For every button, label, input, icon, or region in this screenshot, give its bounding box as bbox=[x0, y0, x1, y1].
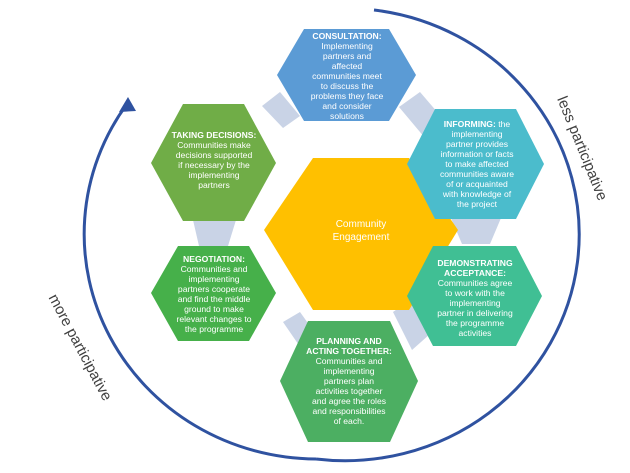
connector-demonstrating-planning bbox=[393, 300, 430, 350]
demonstrating-hexagon bbox=[407, 246, 542, 346]
planning-line: and agree the roles bbox=[311, 396, 387, 407]
consultation-line: solutions bbox=[330, 111, 364, 122]
planning-line: of each. bbox=[333, 416, 365, 427]
demonstrating-text: DEMONSTRATING ACCEPTANCE: Communities ag… bbox=[425, 252, 525, 344]
taking-decisions-hexagon bbox=[151, 104, 276, 221]
demonstrating-line: activities bbox=[458, 328, 492, 339]
demonstrating-line: the programme bbox=[445, 318, 505, 329]
negotiation-hexagon bbox=[151, 246, 276, 341]
planning-line: Communities and bbox=[315, 355, 383, 366]
more-participative-arrowhead bbox=[119, 97, 136, 112]
connector-decisions-consultation bbox=[262, 92, 300, 128]
taking-decisions-line: partners bbox=[198, 180, 230, 191]
informing-text: INFORMING: the implementing partner prov… bbox=[425, 110, 529, 218]
informing-line: partner provides bbox=[445, 138, 509, 149]
negotiation-line: and find the middle bbox=[177, 294, 251, 304]
taking-decisions-line: Communities make bbox=[177, 139, 251, 150]
consultation-text: CONSULTATION: Implementing partners and … bbox=[298, 30, 396, 122]
negotiation-line: ground to make bbox=[184, 304, 244, 315]
demonstrating-line: to work with the bbox=[445, 287, 505, 298]
informing-line: with knowledge of bbox=[442, 189, 512, 200]
taking-decisions-line: implementing bbox=[188, 170, 240, 181]
informing-line: the project bbox=[456, 199, 498, 210]
negotiation-text: NEGOTIATION: Communities and implementin… bbox=[166, 250, 262, 338]
consultation-line: to discuss the bbox=[320, 81, 374, 92]
demonstrating-line: Communities agree bbox=[437, 277, 513, 288]
consultation-line: problems they face bbox=[310, 91, 384, 102]
demonstrating-title: DEMONSTRATING bbox=[437, 257, 513, 268]
planning-line: activities together bbox=[315, 386, 383, 397]
connector-informing-demonstrating bbox=[451, 218, 501, 244]
planning-line: implementing bbox=[323, 365, 375, 376]
demonstrating-title: ACCEPTANCE: bbox=[444, 267, 506, 278]
consultation-line: partners and bbox=[322, 50, 372, 61]
taking-decisions-title: TAKING DECISIONS: bbox=[171, 129, 257, 140]
demonstrating-line: implementing bbox=[449, 298, 501, 308]
planning-line: partners plan bbox=[323, 375, 375, 386]
consultation-title: CONSULTATION: bbox=[312, 30, 382, 41]
consultation-line: communities meet bbox=[312, 70, 382, 81]
connector-negotiation-decisions bbox=[193, 220, 236, 246]
consultation-line: affected bbox=[331, 60, 363, 71]
planning-title: PLANNING AND bbox=[316, 335, 382, 346]
negotiation-title: NEGOTIATION: bbox=[183, 253, 245, 264]
center-label: Community Engagement bbox=[301, 218, 421, 244]
informing-line: the bbox=[495, 118, 511, 129]
informing-title: INFORMING: bbox=[443, 118, 496, 129]
planning-hexagon bbox=[280, 321, 418, 442]
informing-line: implementing bbox=[451, 128, 503, 139]
informing-line: to make affected bbox=[445, 158, 509, 169]
negotiation-line: Communities and bbox=[180, 263, 248, 274]
taking-decisions-line: if necessary by the bbox=[178, 160, 250, 170]
informing-line: of or acquainted bbox=[446, 179, 508, 190]
taking-decisions-text: TAKING DECISIONS: Communities make decis… bbox=[162, 122, 266, 198]
planning-text: PLANNING AND ACTING TOGETHER: Communitie… bbox=[296, 322, 402, 440]
planning-title: ACTING TOGETHER: bbox=[306, 345, 392, 356]
informing-line: communities aware bbox=[439, 169, 515, 180]
negotiation-line: relevant changes to bbox=[176, 314, 252, 325]
negotiation-line: the programme bbox=[184, 324, 244, 335]
consultation-line: and consider bbox=[322, 101, 372, 112]
center-label-line2: Engagement bbox=[332, 232, 390, 243]
negotiation-line: partners cooperate bbox=[177, 283, 251, 294]
informing-line: information or facts bbox=[440, 148, 514, 159]
taking-decisions-line: decisions supported bbox=[175, 149, 253, 160]
demonstrating-line: partner in delivering bbox=[437, 308, 513, 319]
center-hexagon bbox=[264, 158, 458, 310]
more-participative-arrow bbox=[82, 103, 317, 461]
negotiation-line: implementing bbox=[188, 273, 240, 284]
consultation-line: Implementing bbox=[321, 40, 373, 51]
informing-hexagon bbox=[407, 109, 544, 219]
less-participative-arrow bbox=[315, 8, 581, 463]
consultation-hexagon bbox=[277, 29, 416, 121]
planning-line: and responsibilities bbox=[312, 406, 386, 417]
center-label-line1: Community bbox=[335, 219, 387, 230]
